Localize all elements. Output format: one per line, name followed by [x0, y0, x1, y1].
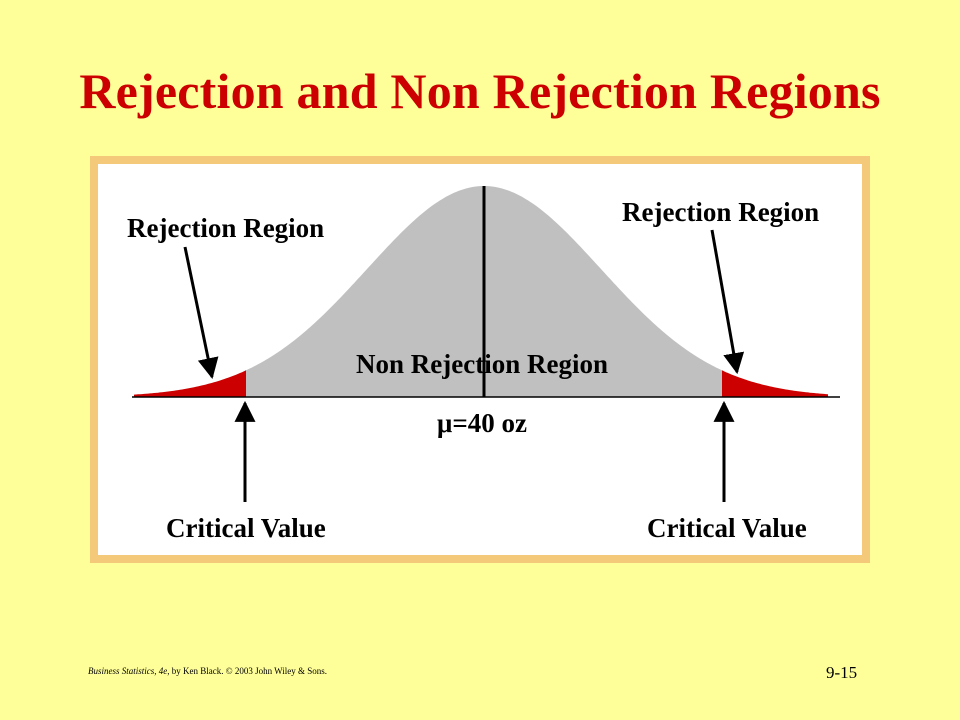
- page-number: 9-15: [826, 663, 858, 682]
- label-mean: μ=40 oz: [437, 408, 527, 438]
- footer-citation-title: Business Statistics, 4e: [88, 666, 168, 676]
- arrow-left-rejection: [183, 246, 219, 380]
- label-rejection-left: Rejection Region: [127, 213, 324, 243]
- label-critical-right: Critical Value: [647, 513, 807, 543]
- footer-citation-rest: , by Ken Black. © 2003 John Wiley & Sons…: [167, 666, 328, 676]
- footer-citation: Business Statistics, 4e, by Ken Black. ©…: [88, 666, 327, 676]
- left-rejection-region-area: [134, 370, 246, 397]
- label-non-rejection: Non Rejection Region: [356, 349, 608, 379]
- label-rejection-right: Rejection Region: [622, 197, 819, 227]
- slide-title: Rejection and Non Rejection Regions: [79, 63, 881, 119]
- mean-symbol: μ: [437, 408, 452, 438]
- label-critical-left: Critical Value: [166, 513, 326, 543]
- arrow-right-rejection: [710, 229, 745, 375]
- right-rejection-region-area: [722, 370, 828, 397]
- mean-value: =40 oz: [452, 408, 527, 438]
